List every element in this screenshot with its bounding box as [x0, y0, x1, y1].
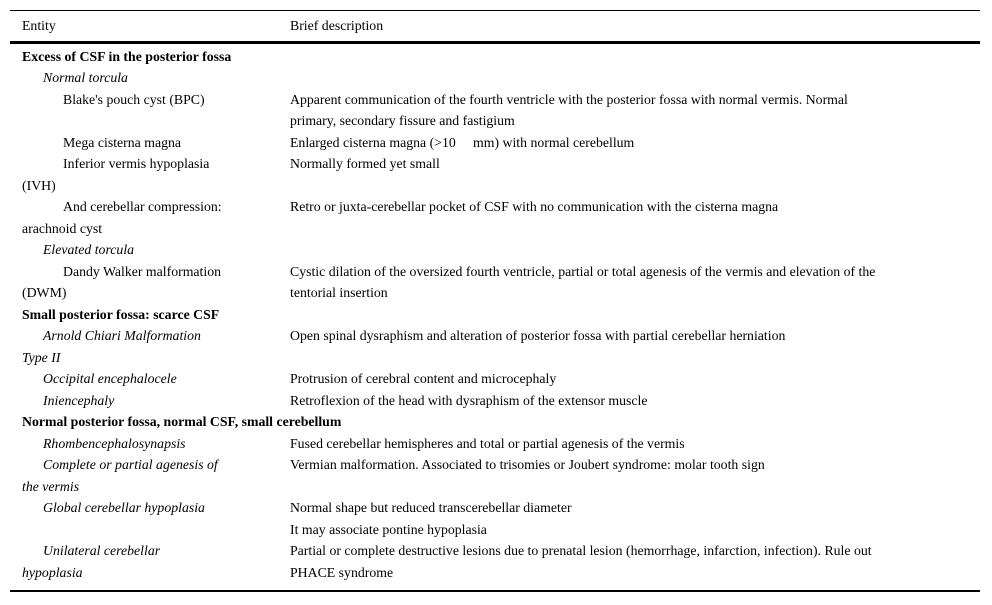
- entity-cell: Rhombencephalosynapsis: [43, 435, 186, 451]
- entity-cell: Normal posterior fossa, normal CSF, smal…: [22, 414, 342, 429]
- entity-cell: Iniencephaly: [43, 392, 115, 408]
- description-cell: Normal shape but reduced transcerebellar…: [290, 500, 572, 537]
- entity-cell: And cerebellar compression: arachnoid cy…: [22, 199, 222, 236]
- table-row: Elevated torcula: [10, 239, 980, 261]
- table-row: Rhombencephalosynapsis Fused cerebellar h…: [10, 433, 980, 455]
- description-cell: Partial or complete destructive lesions …: [290, 543, 872, 580]
- description-cell: Vermian malformation. Associated to tris…: [290, 457, 765, 472]
- table-row: Unilateral cerebellar hypoplasia Partial …: [10, 540, 980, 583]
- description-cell: Normally formed yet small: [290, 156, 440, 171]
- table-row: Dandy Walker malformation (DWM) Cystic di…: [10, 261, 980, 304]
- table-row: Excess of CSF in the posterior fossa: [10, 46, 980, 68]
- table-row: Mega cisterna magna Enlarged cisterna mag…: [10, 132, 980, 154]
- entity-cell: Global cerebellar hypoplasia: [43, 500, 205, 515]
- entities-table: Entity Brief description Excess of CSF i…: [10, 10, 980, 592]
- entity-column-header: Entity: [22, 18, 56, 33]
- entity-cell: Inferior vermis hypoplasia (IVH): [22, 156, 210, 193]
- entity-cell: Excess of CSF in the posterior fossa: [22, 48, 232, 64]
- description-cell: Enlarged cisterna magna (>10 mm) with no…: [290, 134, 635, 150]
- table-row: Small posterior fossa: scarce CSF: [10, 304, 980, 326]
- table-row: Complete or partial agenesis of the verm…: [10, 454, 980, 497]
- table-row: Occipital encephalocele Protrusion of cer…: [10, 368, 980, 390]
- table-header-row: Entity Brief description: [10, 11, 980, 44]
- table-row: Blake's pouch cyst (BPC) Apparent communi…: [10, 89, 980, 132]
- entity-cell: Elevated torcula: [43, 242, 135, 257]
- table-row: Inferior vermis hypoplasia (IVH) Normally…: [10, 153, 980, 196]
- description-cell: Fused cerebellar hemispheres and total o…: [290, 435, 685, 451]
- entity-cell: Blake's pouch cyst (BPC): [63, 91, 205, 107]
- description-cell: Retroflexion of the head with dysraphism…: [290, 392, 648, 408]
- description-cell: Apparent communication of the fourth ven…: [290, 91, 848, 129]
- description-cell: Open spinal dysraphism and alteration of…: [290, 328, 786, 343]
- entity-cell: Mega cisterna magna: [63, 134, 181, 150]
- entity-cell: Dandy Walker malformation (DWM): [22, 263, 222, 301]
- table-row: Arnold Chiari Malformation Type II Open s…: [10, 325, 980, 368]
- table-row: And cerebellar compression: arachnoid cy…: [10, 196, 980, 239]
- table-row: Iniencephaly Retroflexion of the head wit…: [10, 390, 980, 412]
- table-row: Normal posterior fossa, normal CSF, smal…: [10, 411, 980, 433]
- entity-cell: Arnold Chiari Malformation Type II: [22, 328, 201, 365]
- table-row: Normal torcula: [10, 67, 980, 89]
- entity-cell: Small posterior fossa: scarce CSF: [22, 306, 220, 322]
- entity-cell: Occipital encephalocele: [43, 371, 177, 386]
- entity-cell: Unilateral cerebellar hypoplasia: [22, 543, 161, 580]
- description-cell: Protrusion of cerebral content and micro…: [290, 371, 557, 386]
- entity-cell: Normal torcula: [43, 70, 128, 85]
- description-cell: Cystic dilation of the oversized fourth …: [290, 263, 876, 301]
- description-cell: Retro or juxta-cerebellar pocket of CSF …: [290, 199, 779, 214]
- description-column-header: Brief description: [290, 18, 384, 33]
- table-row: Global cerebellar hypoplasia Normal shape…: [10, 497, 980, 540]
- entity-cell: Complete or partial agenesis of the verm…: [22, 457, 218, 494]
